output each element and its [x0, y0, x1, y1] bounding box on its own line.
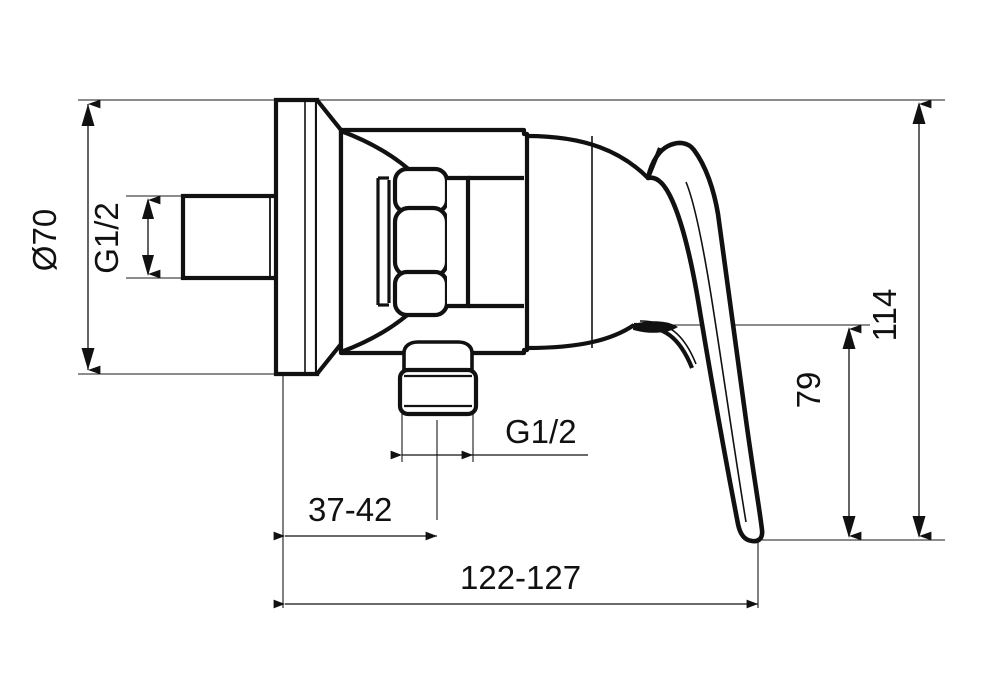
arrowhead-inlet-top [142, 198, 154, 219]
arrowhead-114-bottom [912, 516, 926, 538]
lever-inner-edge [685, 181, 747, 523]
flange-plate [273, 97, 320, 377]
arrowhead-79-bottom [842, 516, 856, 538]
hex-nut-flank [447, 175, 471, 309]
dimension-labels: Ø70 G1/2 G1/2 37-42 122-127 79 114 [26, 202, 903, 596]
arrowhead-d70-top [81, 104, 95, 126]
outlet-spigot [397, 340, 479, 417]
lever-handle [633, 140, 765, 544]
hex-coupling-nut [392, 166, 524, 318]
hex-nut-segment-top [392, 166, 450, 215]
label-overall-projection: 122-127 [460, 559, 581, 596]
lever-underside-curve [633, 322, 694, 369]
inlet-nipple-body [180, 193, 286, 281]
lever-front-face [646, 147, 662, 179]
hex-nut-segment-bottom [392, 269, 450, 318]
label-outlet-thread: G1/2 [505, 413, 577, 450]
label-diameter-flange: Ø70 [26, 209, 63, 271]
flange-cone [315, 98, 344, 376]
label-inlet-thread: G1/2 [88, 202, 125, 274]
arrowhead-d70-bottom [81, 348, 95, 370]
label-wall-to-outlet: 37-42 [308, 491, 392, 528]
arrowhead-inlet-bottom [142, 255, 154, 276]
arrowhead-79-top [842, 327, 856, 349]
label-overall-height: 114 [866, 289, 903, 342]
outlet-spigot-thread [397, 367, 479, 417]
body-right-shoulder [526, 133, 678, 351]
outlet-spigot-neck [402, 340, 474, 372]
wall-escutcheon-flange [273, 97, 344, 377]
body-shoulder-top-curve [526, 133, 650, 180]
label-height-underside: 79 [790, 372, 827, 409]
dimension-lines [87, 99, 932, 609]
hex-nut-segment-middle [392, 205, 450, 279]
lever-underside-inner [639, 320, 697, 365]
inlet-nipple [180, 193, 286, 281]
arrowhead-114-top [912, 102, 926, 124]
dimension-arrowheads [81, 102, 926, 538]
